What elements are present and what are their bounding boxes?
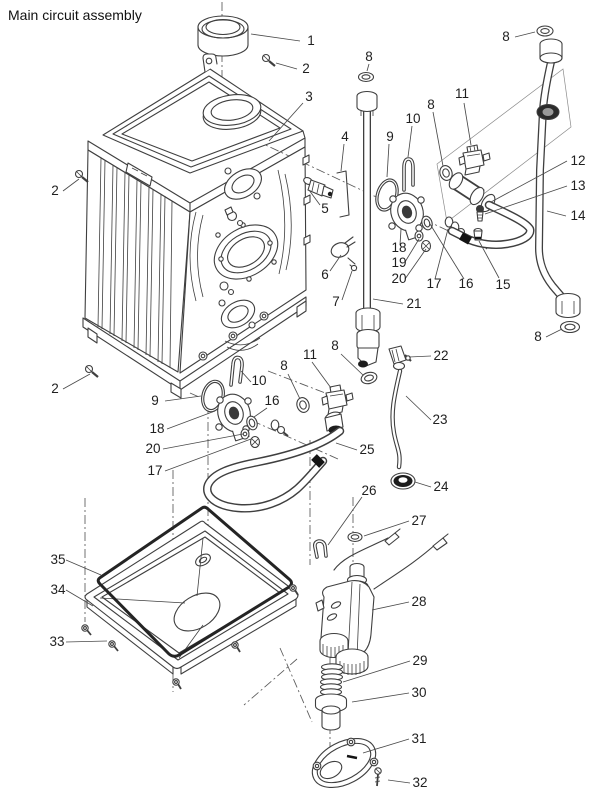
callout-8c: 8 <box>427 97 435 112</box>
callout-9a: 9 <box>386 129 394 144</box>
callout-2a: 2 <box>302 61 310 76</box>
valve-22 <box>388 345 412 371</box>
callout-6: 6 <box>321 267 329 282</box>
clamp-6-clip-7 <box>330 236 358 272</box>
flue-collar-1 <box>197 15 249 57</box>
screw-2-left-upper <box>74 169 89 183</box>
pan-screws-33 <box>81 584 299 690</box>
callout-7: 7 <box>332 294 340 309</box>
callout-13: 13 <box>570 178 585 193</box>
callout-35: 35 <box>50 552 65 567</box>
callout-24: 24 <box>433 479 449 494</box>
callout-34: 34 <box>50 582 66 597</box>
drain-hose-23 <box>390 368 403 470</box>
callout-18a: 18 <box>391 240 406 255</box>
callout-numbers: 1 2 3 2 2 8 8 11 8 10 9 4 5 6 7 12 13 14… <box>49 29 586 790</box>
callout-20b: 20 <box>145 441 160 456</box>
callout-21: 21 <box>406 296 421 311</box>
callout-16a: 16 <box>458 276 473 291</box>
base-pan-34 <box>84 520 299 675</box>
callout-17b: 17 <box>147 463 162 478</box>
callout-4: 4 <box>341 129 349 144</box>
callout-10b: 10 <box>251 373 266 388</box>
callout-26: 26 <box>361 483 376 498</box>
callout-20a: 20 <box>391 271 406 286</box>
page-title: Main circuit assembly <box>8 7 142 23</box>
phantom-panel <box>436 68 572 223</box>
callout-27: 27 <box>411 513 426 528</box>
callout-2c: 2 <box>51 381 59 396</box>
callout-12: 12 <box>570 153 585 168</box>
callout-22: 22 <box>433 348 448 363</box>
callout-31: 31 <box>411 731 426 746</box>
callout-32: 32 <box>412 775 427 790</box>
callout-10a: 10 <box>405 111 420 126</box>
callout-5: 5 <box>321 201 329 216</box>
callout-2b: 2 <box>51 183 59 198</box>
callout-8f: 8 <box>534 329 542 344</box>
lower-pump-group <box>201 355 354 513</box>
callout-11b: 11 <box>303 347 317 362</box>
sensor-5-bracket-4 <box>303 170 350 218</box>
callout-30: 30 <box>411 685 426 700</box>
callout-33: 33 <box>49 634 64 649</box>
callout-8b: 8 <box>502 29 510 44</box>
callout-29: 29 <box>412 653 427 668</box>
upper-pump-group <box>375 144 535 253</box>
screw-2-left-lower <box>84 364 99 378</box>
callout-8d: 8 <box>280 358 288 373</box>
callout-14: 14 <box>570 208 586 223</box>
grommet-24 <box>390 472 416 490</box>
callout-8a: 8 <box>365 49 373 64</box>
pan-gasket-35 <box>96 505 293 658</box>
pump-assembly-26-32 <box>311 528 449 789</box>
callout-15: 15 <box>495 277 510 292</box>
callout-23: 23 <box>432 412 447 427</box>
heat-exchanger-box-3 <box>82 53 311 399</box>
callout-1: 1 <box>307 33 315 48</box>
callout-11a: 11 <box>455 86 469 101</box>
left-pipe-21 <box>355 71 381 385</box>
leader-lines <box>62 31 568 784</box>
callout-25: 25 <box>359 442 374 457</box>
callout-16b: 16 <box>264 393 279 408</box>
callout-18b: 18 <box>149 421 164 436</box>
callout-9b: 9 <box>151 393 159 408</box>
callout-28: 28 <box>411 594 426 609</box>
callout-19: 19 <box>391 255 406 270</box>
return-pipe-14 <box>534 25 581 334</box>
callout-8e: 8 <box>331 338 339 353</box>
callout-3: 3 <box>305 89 313 104</box>
callout-17a: 17 <box>426 276 441 291</box>
screw-2-top <box>261 53 276 67</box>
